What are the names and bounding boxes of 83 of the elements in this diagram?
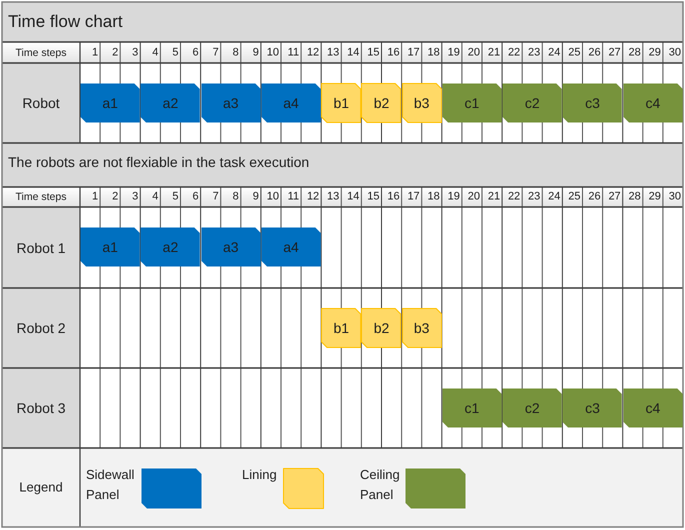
- time-step-number: 11: [288, 46, 300, 59]
- column-header: Time steps: [16, 46, 66, 59]
- time-step-number: 24: [548, 46, 560, 59]
- time-step-number: 18: [428, 190, 440, 204]
- task-bar: c3: [562, 388, 623, 428]
- time-step-number: 28: [628, 190, 641, 204]
- time-step-number: 3: [132, 46, 138, 59]
- time-step-number: 6: [192, 190, 199, 204]
- task-bar: a2: [140, 227, 201, 267]
- time-step-number: 8: [232, 46, 239, 59]
- time-step-number: 29: [648, 46, 661, 59]
- column-header: Time steps: [16, 190, 66, 204]
- task-bar: c2: [502, 388, 562, 428]
- time-step-number: 7: [212, 190, 219, 204]
- time-step-number: 15: [367, 190, 380, 204]
- time-step-number: 16: [387, 190, 400, 204]
- task-bar: c4: [622, 388, 683, 428]
- time-step-number: 13: [327, 46, 340, 59]
- task-bar: b3: [402, 308, 442, 348]
- time-step-number: 9: [252, 190, 259, 204]
- time-step-number: 20: [468, 46, 480, 59]
- legend-label: Sidewall Panel: [86, 466, 134, 504]
- time-step-number: 17: [407, 190, 420, 204]
- time-step-number: 26: [588, 190, 601, 204]
- task-bar: b2: [361, 308, 402, 348]
- time-step-number: 27: [608, 190, 621, 204]
- time-step-number: 19: [448, 46, 460, 59]
- time-step-number: 2: [112, 46, 118, 59]
- section-heading: The robots are not flexiable in the task execution: [8, 154, 310, 170]
- row-header: Robot: [22, 94, 60, 112]
- time-step-number: 26: [588, 46, 601, 59]
- time-step-number: 18: [428, 46, 440, 59]
- task-bar: a1: [80, 227, 140, 267]
- row-header: Robot 3: [16, 400, 66, 416]
- time-step-number: 3: [132, 190, 138, 204]
- legend-heading: Legend: [19, 480, 63, 495]
- time-step-number: 15: [367, 46, 380, 59]
- time-step-number: 22: [508, 46, 520, 59]
- legend-label: Ceiling Panel: [360, 466, 400, 504]
- legend-label: Lining: [242, 466, 277, 484]
- time-step-number: 25: [568, 190, 580, 204]
- time-step-number: 14: [347, 46, 360, 59]
- task-bar: b1: [321, 308, 362, 348]
- time-step-number: 1: [92, 190, 98, 204]
- time-step-number: 13: [327, 190, 340, 204]
- time-step-number: 5: [172, 46, 178, 59]
- time-step-number: 12: [306, 190, 320, 204]
- time-step-number: 5: [172, 190, 178, 204]
- time-step-number: 21: [488, 190, 500, 204]
- time-step-number: 4: [152, 46, 158, 59]
- time-step-number: 7: [212, 46, 219, 59]
- time-step-number: 9: [252, 46, 259, 59]
- time-step-number: 29: [648, 190, 661, 204]
- time-step-number: 22: [508, 190, 520, 204]
- time-step-number: 4: [152, 190, 158, 204]
- time-step-number: 27: [608, 46, 621, 59]
- time-step-number: 8: [232, 190, 239, 204]
- time-step-number: 12: [306, 46, 320, 59]
- time-step-number: 24: [548, 190, 560, 204]
- task-bar: a3: [200, 227, 261, 267]
- row-header: Robot 2: [16, 320, 66, 336]
- time-step-number: 10: [266, 46, 279, 59]
- time-step-number: 25: [568, 46, 580, 59]
- time-step-number: 14: [347, 190, 360, 204]
- task-bar: c1: [442, 388, 502, 428]
- time-step-number: 1: [92, 46, 98, 59]
- time-step-number: 2: [112, 190, 118, 204]
- time-step-number: 19: [448, 190, 460, 204]
- time-step-number: 11: [288, 190, 300, 204]
- time-step-number: 10: [266, 190, 279, 204]
- row-header: Robot 1: [16, 239, 66, 256]
- chart-title: Time flow chart: [8, 12, 123, 32]
- time-step-number: 20: [468, 190, 480, 204]
- task-bar: a4: [260, 227, 322, 267]
- time-step-number: 21: [488, 46, 500, 59]
- time-step-number: 30: [668, 190, 681, 204]
- time-step-number: 28: [628, 46, 641, 59]
- time-step-number: 6: [192, 46, 199, 59]
- time-step-number: 16: [387, 46, 400, 59]
- time-step-number: 23: [528, 46, 540, 59]
- time-step-number: 23: [528, 190, 540, 204]
- time-step-number: 30: [668, 46, 681, 59]
- time-step-number: 17: [407, 46, 420, 59]
